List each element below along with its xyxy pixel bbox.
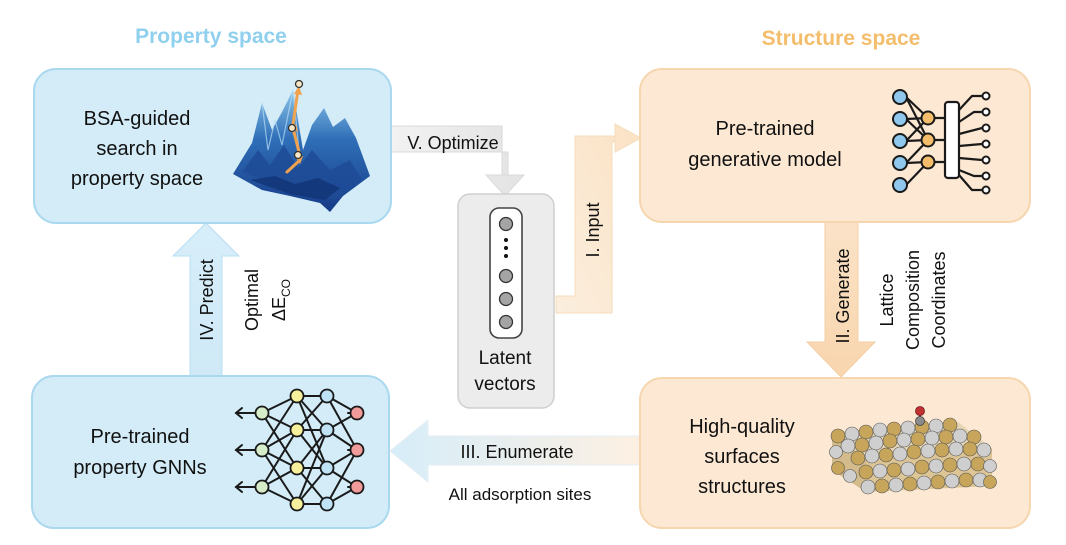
svg-text:Optimal: Optimal <box>242 269 262 331</box>
svg-text:Pre-trained: Pre-trained <box>91 426 190 448</box>
svg-text:search in: search in <box>96 138 177 160</box>
property-space-header: Property space <box>135 25 287 48</box>
predict-arrow <box>171 222 241 377</box>
svg-text:property space: property space <box>71 168 203 190</box>
graph-network-icon <box>234 388 365 512</box>
svg-text:property GNNs: property GNNs <box>73 457 206 479</box>
svg-text:structures: structures <box>698 476 786 498</box>
svg-text:vectors: vectors <box>474 374 535 395</box>
crystal-surface-icon <box>829 406 997 495</box>
enumerate-label: III. Enumerate <box>460 442 573 462</box>
svg-text:Composition: Composition <box>903 250 923 350</box>
generative-model-box <box>639 68 1031 223</box>
svg-text:Coordinates: Coordinates <box>929 251 949 348</box>
svg-text:High-quality: High-quality <box>689 416 795 438</box>
optimize-arrow <box>389 125 526 197</box>
generative-model-label: Pre-trained generative model <box>688 118 841 171</box>
optimal-delta-e-label: Optimal ΔECO <box>242 269 293 331</box>
optimize-label: V. Optimize <box>407 133 498 153</box>
surfaces-label: High-quality surfaces structures <box>689 416 795 498</box>
input-label: I. Input <box>583 202 603 257</box>
adsorbate-oxygen <box>915 406 925 416</box>
property-gnns-label: Pre-trained property GNNs <box>73 426 206 479</box>
svg-text:Pre-trained: Pre-trained <box>716 118 815 140</box>
adsorbate-carbon <box>915 416 925 426</box>
neural-network-nodes <box>892 89 991 195</box>
latent-vectors-label: Latent vectors <box>474 348 535 395</box>
generate-arrow <box>805 221 877 378</box>
svg-text:ΔECO: ΔECO <box>269 279 293 321</box>
input-arrow <box>555 123 643 314</box>
energy-landscape-icon <box>233 79 370 212</box>
svg-text:Lattice: Lattice <box>877 273 897 326</box>
generate-outputs: Lattice Composition Coordinates <box>877 250 949 350</box>
enumerate-note: All adsorption sites <box>449 485 592 504</box>
svg-text:generative model: generative model <box>688 149 841 171</box>
neural-network-icon <box>904 94 984 192</box>
structure-space-header: Structure space <box>762 27 921 50</box>
svg-text:Latent: Latent <box>479 348 533 369</box>
predict-label: IV. Predict <box>197 259 217 340</box>
enumerate-arrow <box>389 418 642 484</box>
bsa-search-label: BSA-guided search in property space <box>71 108 203 190</box>
generate-label: II. Generate <box>833 248 853 343</box>
property-gnns-box <box>31 375 390 529</box>
svg-text:surfaces: surfaces <box>704 446 780 468</box>
svg-text:BSA-guided: BSA-guided <box>84 108 191 130</box>
latent-vector-icon <box>489 207 523 339</box>
